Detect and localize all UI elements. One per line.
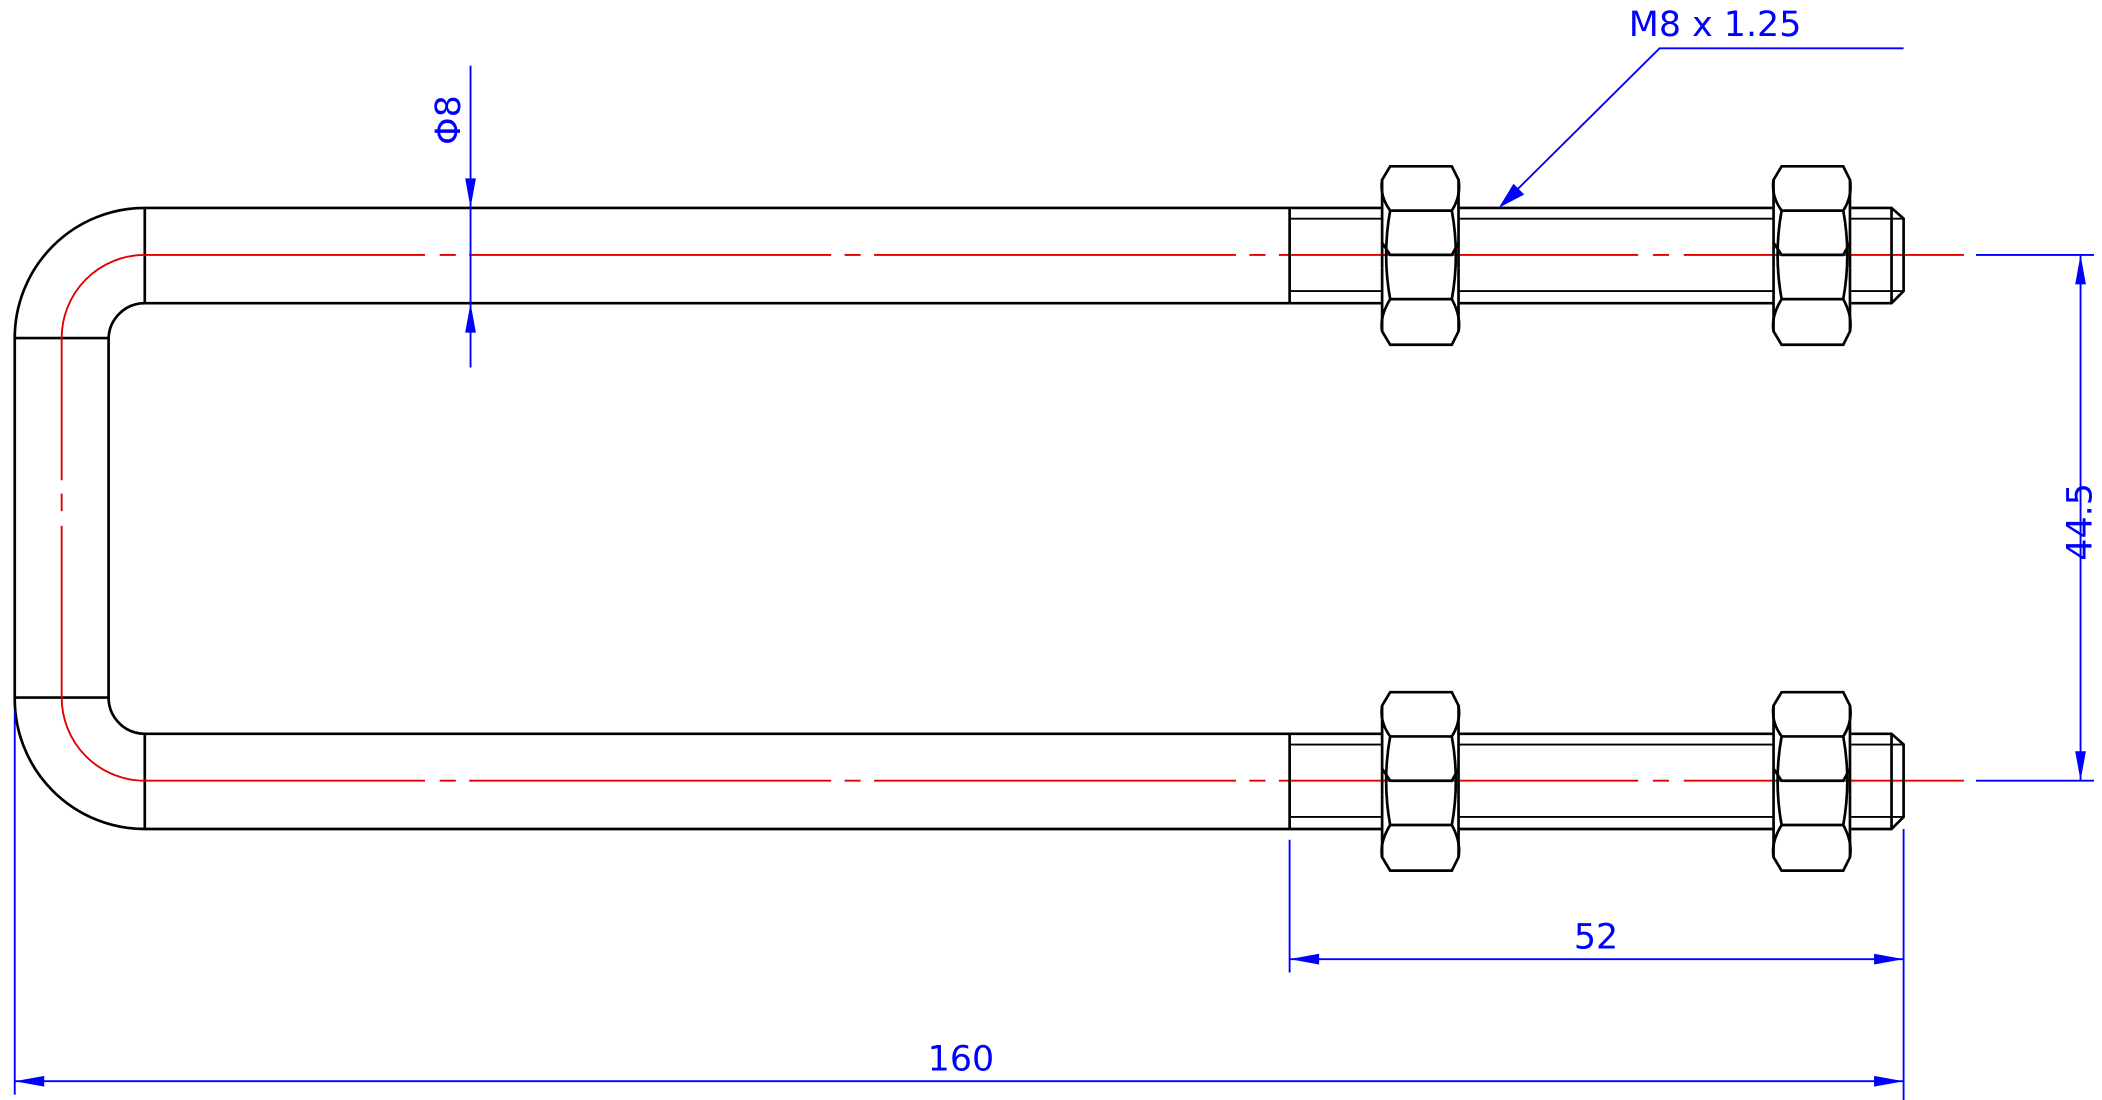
overall-length-dimension: 160 (13, 710, 1904, 1095)
overall-length-label: 160 (928, 1039, 995, 1079)
thread-callout-label: M8 x 1.25 (1629, 5, 1802, 45)
hex-nut (1380, 690, 1461, 872)
u-bolt-body (13, 206, 1383, 831)
thread-length-dimension: 52 (1288, 829, 1905, 1100)
centerlines (60, 253, 1964, 782)
hex-nut (1771, 690, 1852, 872)
thread-top (1288, 206, 1905, 305)
diameter-label: Φ8 (429, 95, 469, 145)
thread-callout: M8 x 1.25 (1498, 5, 1904, 208)
leg-spacing-label: 44.5 (2060, 483, 2100, 561)
hex-nut (1771, 164, 1852, 347)
leg-spacing-dimension: 44.5 (1975, 253, 2100, 782)
thread-length-label: 52 (1574, 917, 1618, 957)
hex-nut (1380, 164, 1461, 347)
thread-bottom (1288, 732, 1905, 831)
diameter-dimension: Φ8 (429, 65, 476, 368)
